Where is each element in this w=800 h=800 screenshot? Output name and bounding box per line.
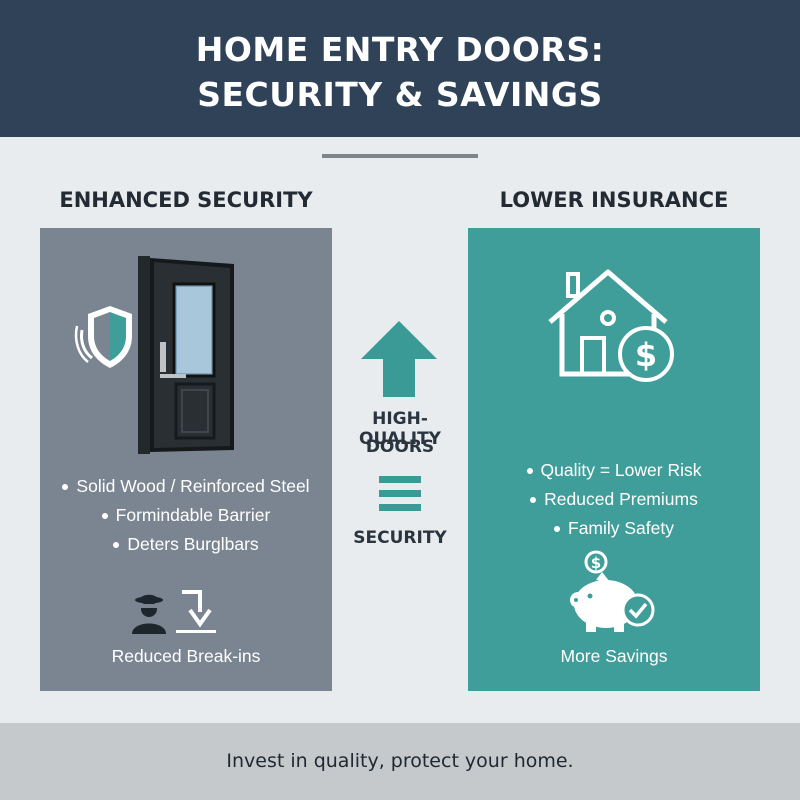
svg-text:$: $	[591, 554, 601, 572]
check-icon	[621, 593, 655, 627]
list-item: Formindable Barrier	[40, 501, 332, 530]
list-item: Family Safety	[468, 514, 760, 543]
door-icon	[138, 256, 234, 454]
page-title-line1: HOME ENTRY DOORS:	[195, 30, 605, 69]
list-item: Quality = Lower Risk	[468, 456, 760, 485]
security-bullets: Solid Wood / Reinforced Steel Formindabl…	[40, 472, 332, 559]
insurance-panel: $ Quality = Lower Risk Reduced Premiums …	[468, 228, 760, 691]
title-divider	[322, 154, 478, 158]
footer-tagline: Invest in quality, protect your home.	[226, 750, 574, 772]
security-panel: Solid Wood / Reinforced Steel Formindabl…	[40, 228, 332, 691]
page-title-line2: SECURITY & SAVINGS	[197, 75, 603, 114]
footer-band	[0, 723, 800, 800]
right-column-title: LOWER INSURANCE	[499, 188, 729, 212]
house-icon	[548, 269, 668, 377]
piggy-bank-icon: $	[570, 550, 638, 632]
equals-icon	[379, 476, 421, 511]
burglar-icon	[132, 594, 166, 634]
middle-label-line3: SECURITY	[353, 528, 447, 548]
list-item: Reduced Premiums	[468, 485, 760, 514]
middle-label-line2: DOORS	[365, 437, 435, 457]
left-column-title: ENHANCED SECURITY	[59, 188, 313, 212]
down-arrow-icon	[176, 590, 216, 633]
insurance-caption: More Savings	[560, 646, 668, 666]
svg-text:$: $	[635, 336, 657, 374]
middle-label-line1: HIGH-QUALITY	[359, 409, 441, 449]
list-item: Solid Wood / Reinforced Steel	[40, 472, 332, 501]
security-caption: Reduced Break-ins	[111, 646, 261, 666]
header-banner: HOME ENTRY DOORS: SECURITY & SAVINGS	[0, 0, 800, 137]
insurance-bullets: Quality = Lower Risk Reduced Premiums Fa…	[468, 456, 760, 543]
list-item: Deters Burglbars	[40, 530, 332, 559]
up-arrow-icon	[361, 321, 437, 397]
dollar-coin-icon: $	[618, 326, 674, 382]
shield-icon	[74, 306, 132, 368]
